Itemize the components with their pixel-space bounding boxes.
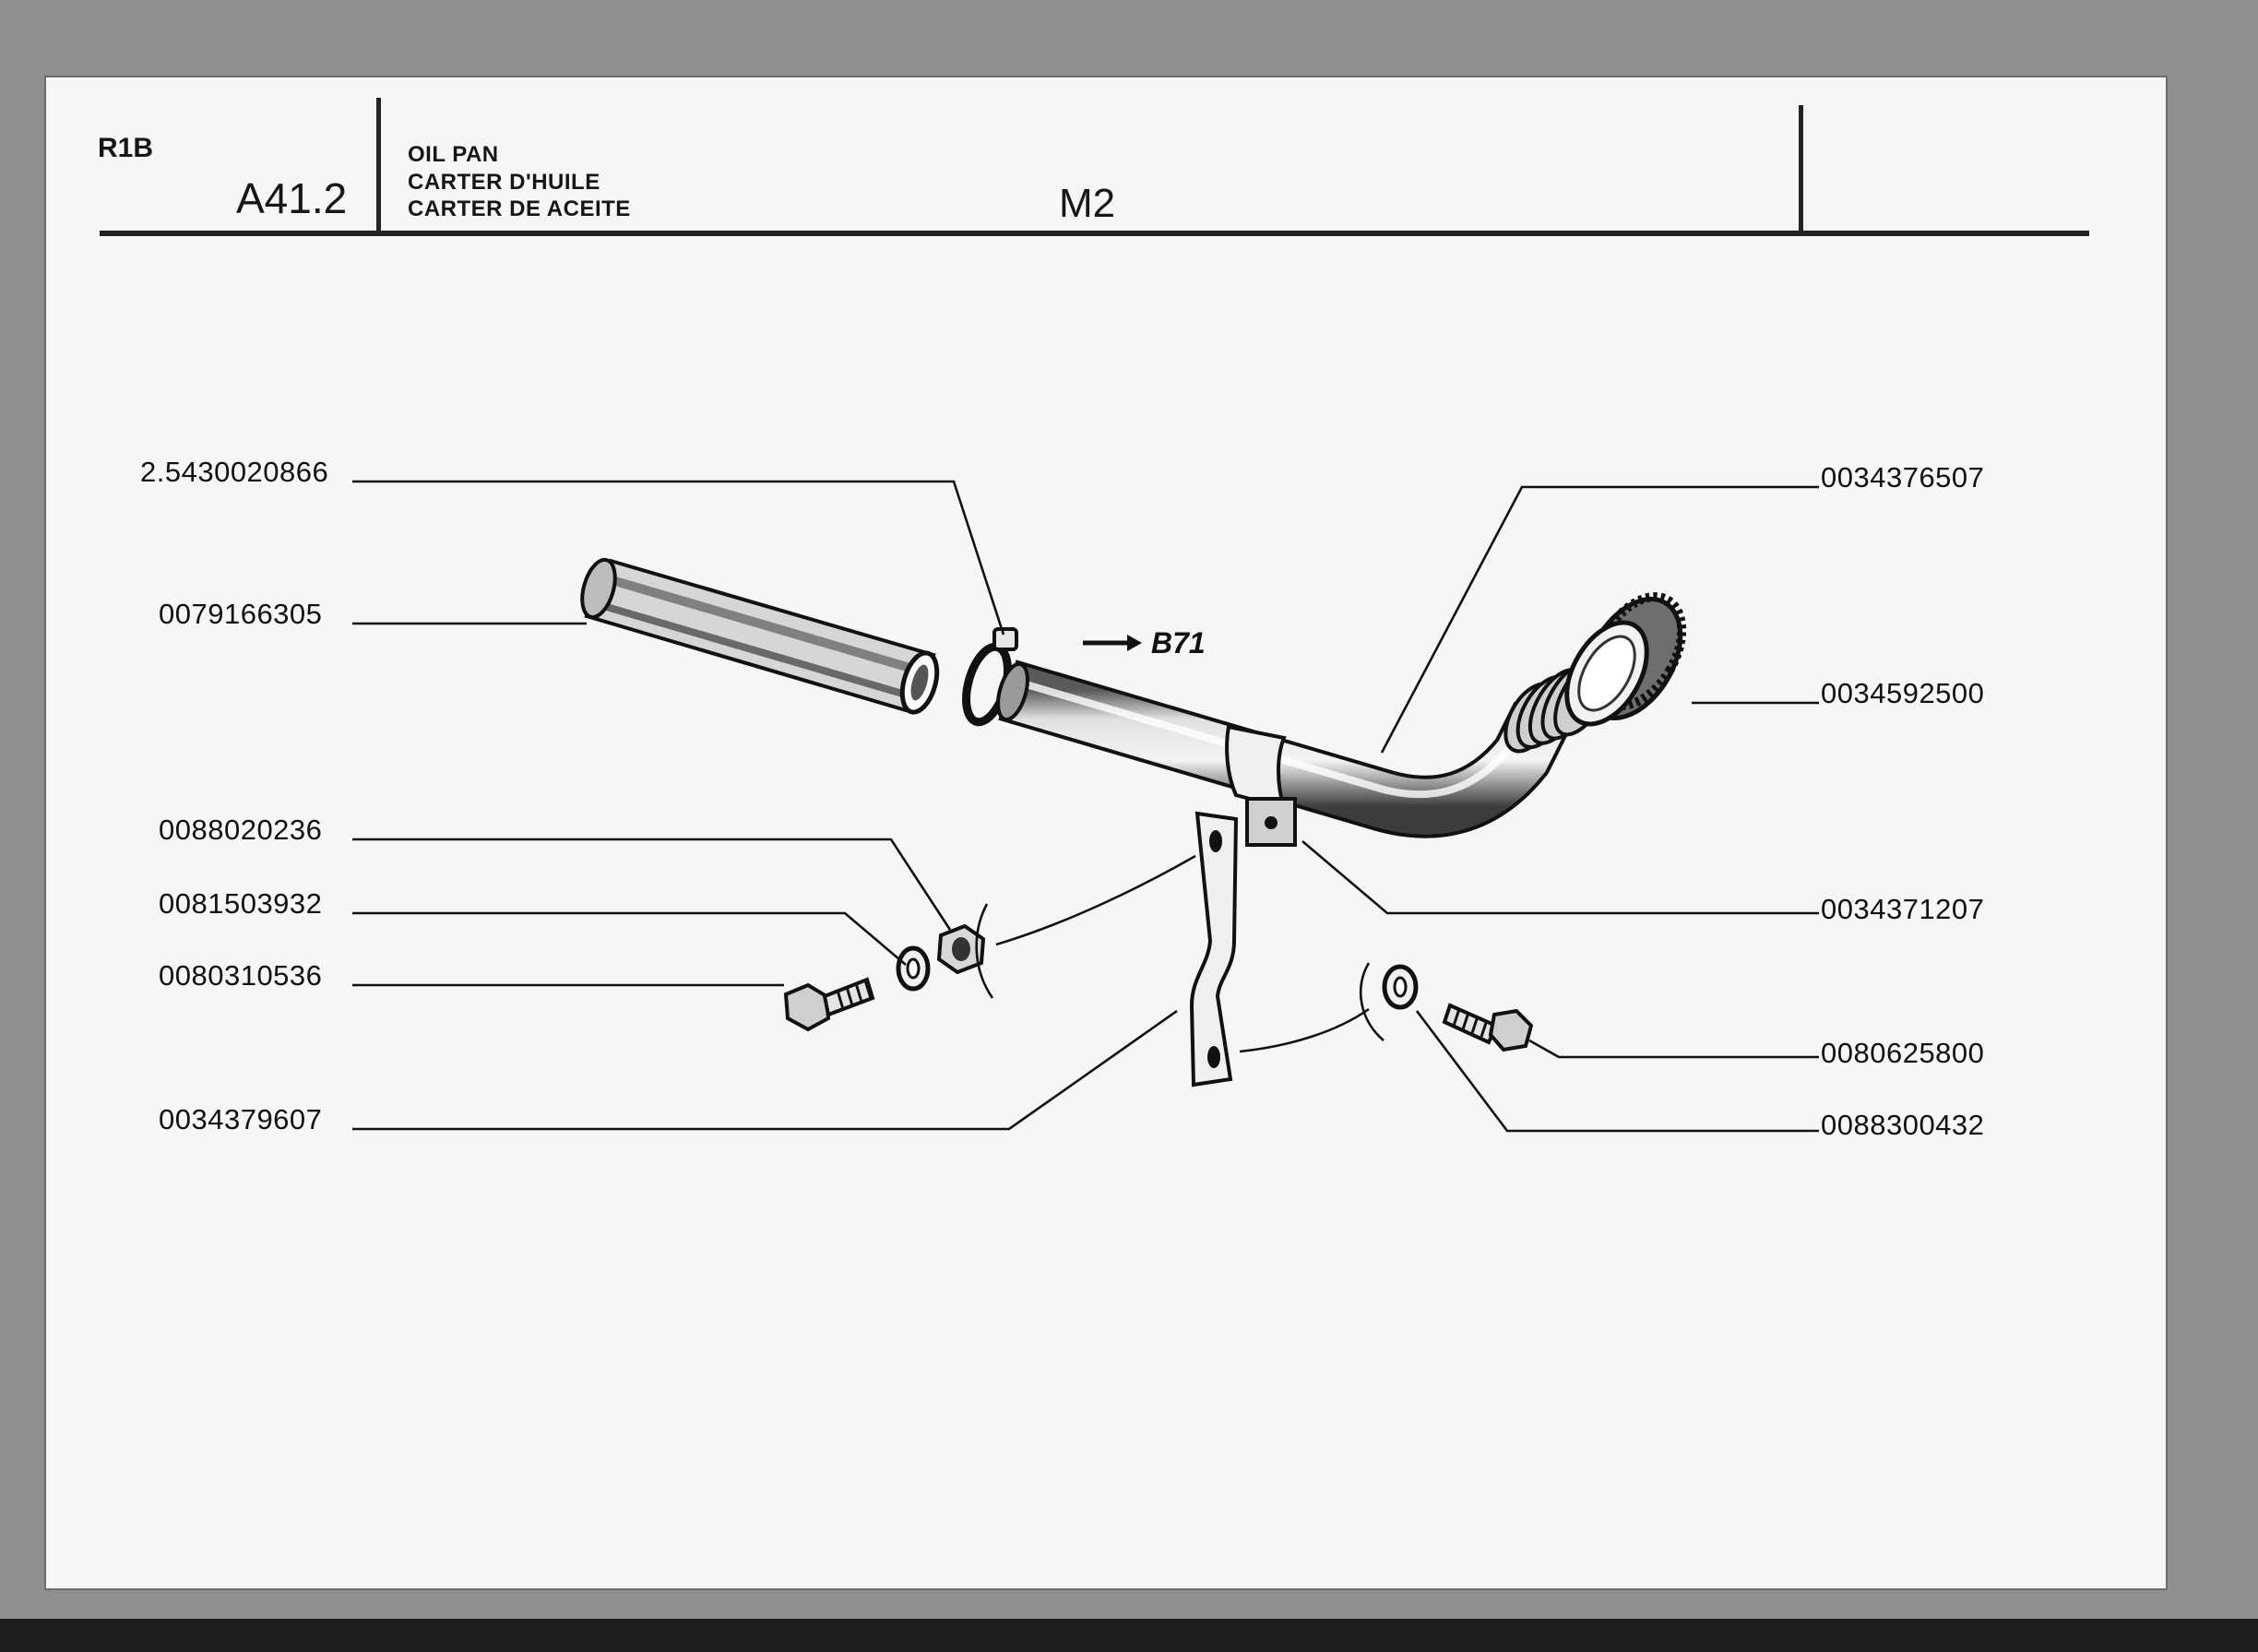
header-separator-right [1799, 105, 1803, 234]
part-number: 0088020236 [159, 814, 322, 846]
header-separator-left [376, 98, 381, 234]
part-number: 0034379607 [159, 1103, 322, 1135]
right-assembly-bracket [1359, 962, 1385, 1041]
left-nut [936, 923, 986, 975]
leader-0034376507 [1380, 485, 1819, 754]
group-code: A41.2 [236, 174, 348, 222]
support-strap [1189, 811, 1239, 1087]
left-assembly-line [995, 854, 1196, 946]
leader-0088300432 [1415, 1010, 1819, 1133]
left-bolt [783, 977, 875, 1032]
model-code: R1B [98, 133, 154, 163]
title-english: OIL PAN [408, 142, 499, 167]
part-number: 0034376507 [1821, 461, 1984, 493]
right-washer [1382, 964, 1419, 1010]
reference-arrow-b71: B71 [1083, 626, 1206, 660]
part-labels-right: 0034376507 0034592500 0034371207 0080625… [1821, 461, 1984, 1141]
leader-2-5430020866 [352, 480, 1005, 636]
right-assembly-line [1239, 1007, 1370, 1053]
part-number: 0080625800 [1821, 1037, 1984, 1069]
hose [580, 557, 940, 715]
part-number: 0081503932 [159, 887, 322, 920]
reference-target: B71 [1151, 626, 1206, 660]
title-french: CARTER D'HUILE [408, 170, 600, 195]
leader-lines [352, 480, 1819, 1133]
left-assembly-bracket [975, 903, 994, 999]
filler-cap [1564, 592, 1687, 727]
part-number: 2.5430020866 [140, 456, 328, 488]
header-divider [100, 231, 2089, 236]
part-number: 0034371207 [1821, 893, 1984, 925]
part-number: 0080310536 [159, 959, 322, 992]
part-number: 0034592500 [1821, 677, 1984, 709]
part-labels-left: 2.5430020866 0079166305 0088020236 00815… [140, 456, 328, 1135]
leader-0034371207 [1301, 840, 1819, 915]
leader-0080625800 [1528, 1039, 1819, 1059]
left-washer [896, 945, 931, 992]
pipe-saddle [1225, 724, 1297, 847]
filler-pipe [996, 656, 1612, 838]
leader-0034379607 [352, 1009, 1178, 1131]
part-number: 0079166305 [159, 598, 322, 630]
title-spanish: CARTER DE ACEITE [408, 196, 631, 221]
part-number: 0088300432 [1821, 1109, 1984, 1141]
right-bolt [1442, 1003, 1534, 1052]
catalog-sheet [46, 77, 2166, 1588]
section-code: M2 [1059, 181, 1116, 226]
leader-0088020236 [352, 838, 952, 931]
leader-0081503932 [352, 911, 907, 966]
